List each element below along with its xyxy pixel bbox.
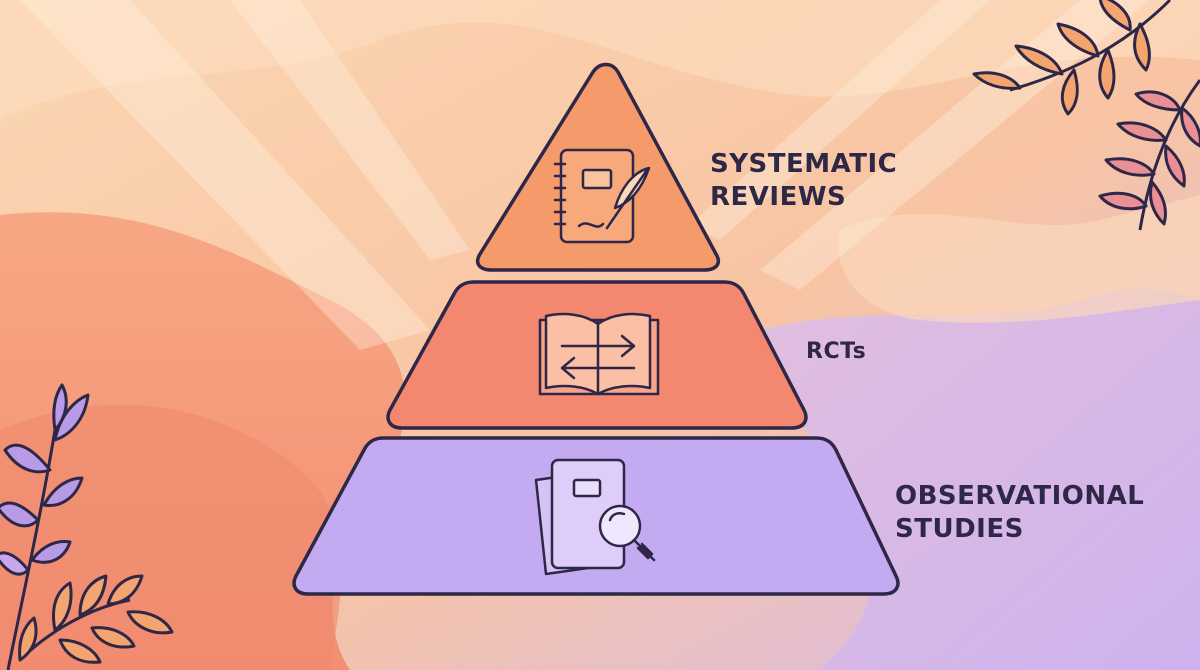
notebook-feather-icon (553, 148, 651, 244)
leaf-branch-bottom-left (0, 383, 174, 670)
tier-label-systematic-reviews: SYSTEMATIC REVIEWS (710, 148, 897, 215)
tier-label-observational-studies: OBSERVATIONAL STUDIES (895, 480, 1144, 547)
tier-label-top-line-2: REVIEWS (710, 182, 847, 213)
tier-label-top-line-1: SYSTEMATIC (710, 149, 898, 179)
tier-label-rcts: RCTs (806, 338, 866, 366)
tier-label-bottom-line-2: STUDIES (895, 514, 1024, 545)
background-lavender-wave (756, 289, 1200, 670)
background-peach-wave-right (838, 195, 1200, 323)
open-book-arrows-icon (538, 312, 660, 396)
tier-label-bottom-line-1: OBSERVATIONAL (895, 481, 1145, 511)
background-warm-wave (0, 0, 1200, 120)
leaf-branch-top-right (972, 0, 1200, 231)
tier-label-middle-line-1: RCTs (806, 339, 867, 364)
papers-magnifier-icon (534, 458, 656, 576)
